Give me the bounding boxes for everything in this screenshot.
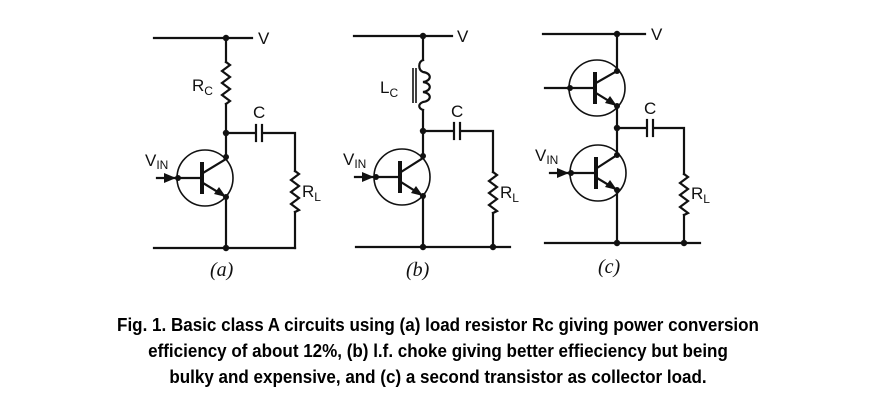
figure-caption: Fig. 1. Basic class A circuits using (a)… <box>35 312 841 390</box>
rc-label: RC <box>192 76 213 98</box>
vin-label: VIN <box>145 151 168 172</box>
vin-label: VIN <box>535 146 558 167</box>
load-resistor <box>678 172 691 217</box>
load-resistor <box>487 170 500 215</box>
choke-inductor <box>412 58 431 112</box>
load-transistor <box>567 59 626 117</box>
npn-transistor <box>373 148 431 206</box>
wire <box>652 126 686 176</box>
capacitor-label: C <box>644 99 656 118</box>
supply-label: V <box>651 25 663 44</box>
junction-dot <box>489 243 497 251</box>
npn-transistor <box>175 149 234 207</box>
wire <box>459 129 495 174</box>
supply-label: V <box>457 27 469 46</box>
junction-dot <box>613 239 621 247</box>
load-resistor <box>289 169 302 214</box>
junction-dot <box>419 243 427 251</box>
input-arrow-icon <box>164 173 176 183</box>
rl-label: RL <box>691 184 710 206</box>
panel-label-b: (b) <box>406 259 430 281</box>
circuit-c: V C RL <box>535 25 710 278</box>
circuit-diagram: V RC C RL V <box>145 25 710 281</box>
junction-dot <box>222 244 230 252</box>
panel-label-c: (c) <box>598 256 621 278</box>
capacitor-label: C <box>451 102 463 121</box>
wire <box>261 131 297 173</box>
capacitor-label: C <box>253 103 265 122</box>
panel-label-a: (a) <box>210 259 234 281</box>
collector-resistor <box>220 60 232 106</box>
caption-line: Fig. 1. Basic class A circuits using (a)… <box>117 314 759 335</box>
input-arrow-icon <box>362 172 374 182</box>
vin-label: VIN <box>343 150 366 171</box>
input-arrow-icon <box>557 168 569 178</box>
caption-line: bulky and expensive, and (c) a second tr… <box>169 366 707 387</box>
lc-label: LC <box>380 78 398 100</box>
supply-label: V <box>258 29 270 48</box>
junction-dot <box>680 239 688 247</box>
caption-line: efficiency of about 12%, (b) l.f. choke … <box>148 340 728 361</box>
circuit-b: V LC C RL <box>343 27 519 281</box>
rl-label: RL <box>500 183 519 205</box>
rl-label: RL <box>302 182 321 204</box>
circuit-a: V RC C RL V <box>145 29 321 281</box>
